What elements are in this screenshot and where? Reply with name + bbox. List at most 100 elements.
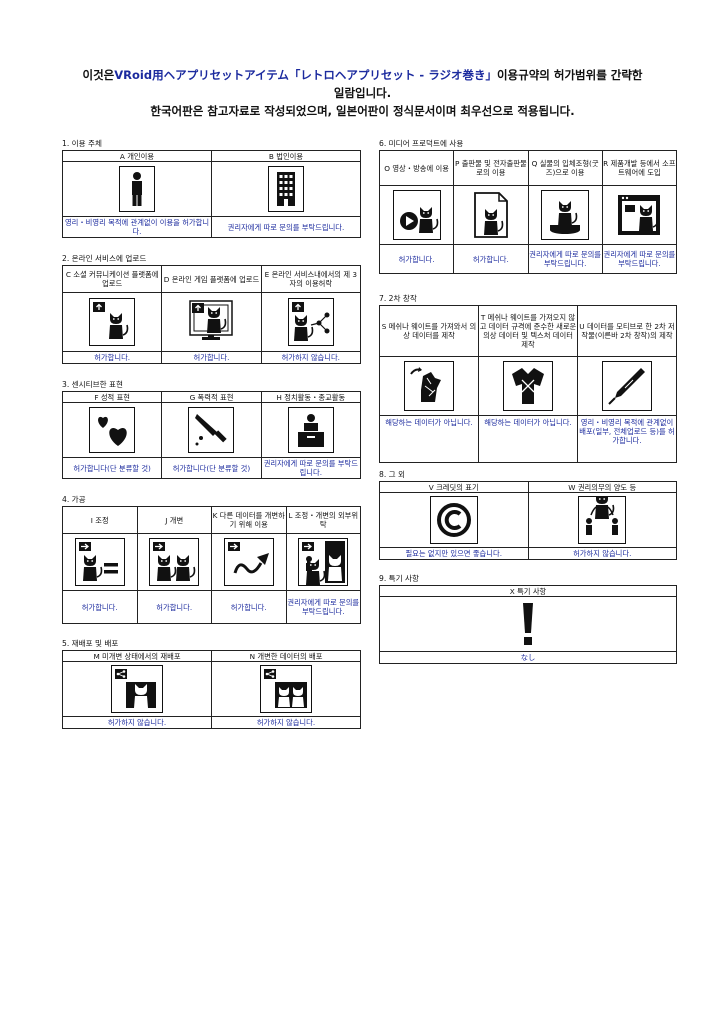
item-head-k: K 다른 데이터를 개변하기 위해 이용 xyxy=(211,506,287,534)
new-shirt-icon xyxy=(503,361,553,411)
item-status-c: 허가합니다. xyxy=(61,351,163,364)
section-title: 6. 미디어 프로덕트에 사용 xyxy=(379,139,464,148)
item-status-i: 허가합니다. xyxy=(62,590,138,624)
header-line-2: 일람입니다. xyxy=(333,86,392,100)
section-title: 8. 그 외 xyxy=(379,470,406,479)
item-head-s: S 메쉬나 웨이트를 가져와서 의상 데이터를 제작 xyxy=(379,305,479,357)
header-product-name: VRoid用ヘアプリセットアイテム「レトロヘアプリセット - ラジオ巻き」 xyxy=(114,68,497,82)
transfer-icon xyxy=(578,496,627,544)
item-icon-cell-h xyxy=(260,402,362,458)
ribbon-cat-icon xyxy=(223,538,274,586)
item-head-q: Q 실물의 입체조형(굿즈)으로 이용 xyxy=(527,150,603,186)
section-derivative-work: 7. 2차 창작 S 메쉬나 웨이트를 가져와서 의상 데이터를 제작 T 메쉬… xyxy=(379,293,677,463)
exclamation-icon xyxy=(508,599,548,649)
item-icon-cell-u xyxy=(577,356,677,416)
upload-cat-icon xyxy=(89,298,136,346)
item-icon-cell-s xyxy=(379,356,479,416)
item-head-w: W 권리의무의 양도 등 xyxy=(527,481,677,493)
podium-icon xyxy=(287,407,334,453)
item-icon-cell-n xyxy=(211,661,361,717)
item-icon-cell-k xyxy=(211,533,287,591)
item-status-h: 권리자에게 따로 문의를 부탁드립니다. xyxy=(260,457,362,479)
item-status-d: 허가합니다. xyxy=(161,351,262,364)
distribute-modified-icon xyxy=(260,665,312,713)
header-line-1-prefix: 이것은 xyxy=(82,68,115,82)
item-status-m: 허가하지 않습니다. xyxy=(62,716,212,729)
item-head-v: V 크레딧의 표기 xyxy=(379,481,529,493)
section-title: 7. 2차 창작 xyxy=(379,294,417,303)
share-cat-icon xyxy=(287,298,334,346)
item-status-e: 허가하지 않습니다. xyxy=(260,351,362,364)
section-title: 3. 센시티브한 표현 xyxy=(62,380,123,389)
item-head-u: U 데이터를 모티브로 한 2차 저작물(이른바 2차 창작)의 제작 xyxy=(577,305,677,357)
item-icon-cell-d xyxy=(161,292,262,352)
item-head-x: X 특기 사항 xyxy=(379,585,677,597)
section-media-product: 6. 미디어 프로덕트에 사용 O 영상・방송에 이용 P 출판물 및 전자출판… xyxy=(378,138,678,274)
item-head-a: A 개인이용 xyxy=(62,150,212,162)
header-line-1-suffix: 이용규약의 허가범위를 간략한 xyxy=(496,68,643,82)
item-status-b: 권리자에게 따로 문의를 부탁드립니다. xyxy=(211,216,361,238)
item-status-f: 허가합니다(단 분류할 것) xyxy=(61,457,163,479)
item-icon-cell-i xyxy=(62,533,138,591)
header-line-3: 한국어판은 참고자료로 작성되었으며, 일본어판이 정식문서이며 최우선으로 적… xyxy=(150,104,575,118)
item-icon-cell-w xyxy=(527,492,677,548)
item-head-b: B 법인이용 xyxy=(211,150,361,162)
section-title: 9. 특기 사항 xyxy=(379,574,420,583)
item-head-m: M 미개변 상태에서의 재배포 xyxy=(62,650,212,662)
person-icon xyxy=(119,166,155,212)
item-status-q: 권리자에게 따로 문의를 부탁드립니다. xyxy=(527,244,603,274)
section-usage-subject: 1. 이용 주체 A 개인이용 B 법인이용 영리・비영리 목적에 관계없이 이… xyxy=(62,138,361,238)
item-icon-cell-a xyxy=(62,161,212,217)
hearts-icon xyxy=(89,407,136,453)
item-status-g: 허가합니다(단 분류할 것) xyxy=(161,457,262,479)
copyright-icon xyxy=(429,496,478,544)
item-status-w: 허가하지 않습니다. xyxy=(527,547,677,560)
item-icon-cell-j xyxy=(136,533,212,591)
item-icon-cell-m xyxy=(62,661,212,717)
item-status-n: 허가하지 않습니다. xyxy=(211,716,361,729)
item-status-o: 허가합니다. xyxy=(378,244,455,274)
video-cat-icon xyxy=(392,190,441,240)
adjust-cat-icon xyxy=(74,538,125,586)
section-title: 5. 재배포 및 배포 xyxy=(62,639,119,648)
item-head-o: O 영상・방송에 이용 xyxy=(378,150,455,186)
section-sensitive-expression: 3. 센시티브한 표현 F 성적 표현 G 폭력적 표현 H 정치활동・종교활동… xyxy=(61,379,362,479)
section-online-upload: 2. 온라인 서비스에 업로드 C 소셜 커뮤니케이션 플랫폼에 업로드 D 온… xyxy=(61,253,362,364)
pen-icon xyxy=(602,361,652,411)
item-icon-cell-x xyxy=(379,596,677,652)
header-line-1: 이것은VRoid用ヘアプリセットアイテム「レトロヘアプリセット - ラジオ巻き」… xyxy=(0,66,725,84)
item-status-u: 영리・비영리 목적에 관계없이 배포(일부, 전체업로드 등)를 허가합니다. xyxy=(577,415,677,463)
section-others: 8. 그 외 V 크레딧의 표기 W 권리의무의 양도 등 필요는 없지만 있으… xyxy=(379,469,677,560)
item-head-n: N 개변한 데이터의 배포 xyxy=(211,650,361,662)
section-special-notes: 9. 특기 사항 X 특기 사항 なし xyxy=(379,573,677,664)
item-icon-cell-g xyxy=(161,402,262,458)
item-status-k: 허가합니다. xyxy=(211,590,287,624)
item-icon-cell-c xyxy=(61,292,163,352)
figure-cat-icon xyxy=(541,190,590,240)
software-cat-icon xyxy=(616,191,663,239)
item-icon-cell-p xyxy=(453,185,529,245)
mesh-shirt-icon xyxy=(404,361,454,411)
item-status-v: 필요는 없지만 있으면 좋습니다. xyxy=(379,547,529,560)
knife-icon xyxy=(188,407,235,453)
outsource-cat-icon xyxy=(298,538,349,586)
section-redistribution: 5. 재배포 및 배포 M 미개변 상태에서의 재배포 N 개변한 데이터의 배… xyxy=(62,638,361,729)
item-icon-cell-e xyxy=(260,292,362,352)
item-status-p: 허가합니다. xyxy=(453,244,529,274)
document-header: 이것은VRoid用ヘアプリセットアイテム「レトロヘアプリセット - ラジオ巻き」… xyxy=(0,66,725,120)
item-status-j: 허가합니다. xyxy=(136,590,212,624)
item-icon-cell-t xyxy=(478,356,578,416)
item-icon-cell-b xyxy=(211,161,361,217)
item-icon-cell-o xyxy=(378,185,455,245)
item-head-l: L 조정・개변의 외부위탁 xyxy=(285,506,361,534)
monitor-cat-icon xyxy=(188,299,235,345)
building-icon xyxy=(268,166,304,212)
item-status-t: 해당하는 데이터가 아닙니다. xyxy=(478,415,578,463)
item-status-a: 영리・비영리 목적에 관계없이 이용을 허가합니다. xyxy=(62,216,212,238)
item-icon-cell-q xyxy=(527,185,603,245)
modify-cat-icon xyxy=(149,538,200,586)
item-icon-cell-v xyxy=(379,492,529,548)
item-head-e: E 온라인 서비스내에서의 제 3자의 이용허락 xyxy=(260,265,362,293)
item-head-f: F 성적 표현 xyxy=(61,391,163,403)
item-head-d: D 온라인 게임 플랫폼에 업로드 xyxy=(161,265,262,293)
